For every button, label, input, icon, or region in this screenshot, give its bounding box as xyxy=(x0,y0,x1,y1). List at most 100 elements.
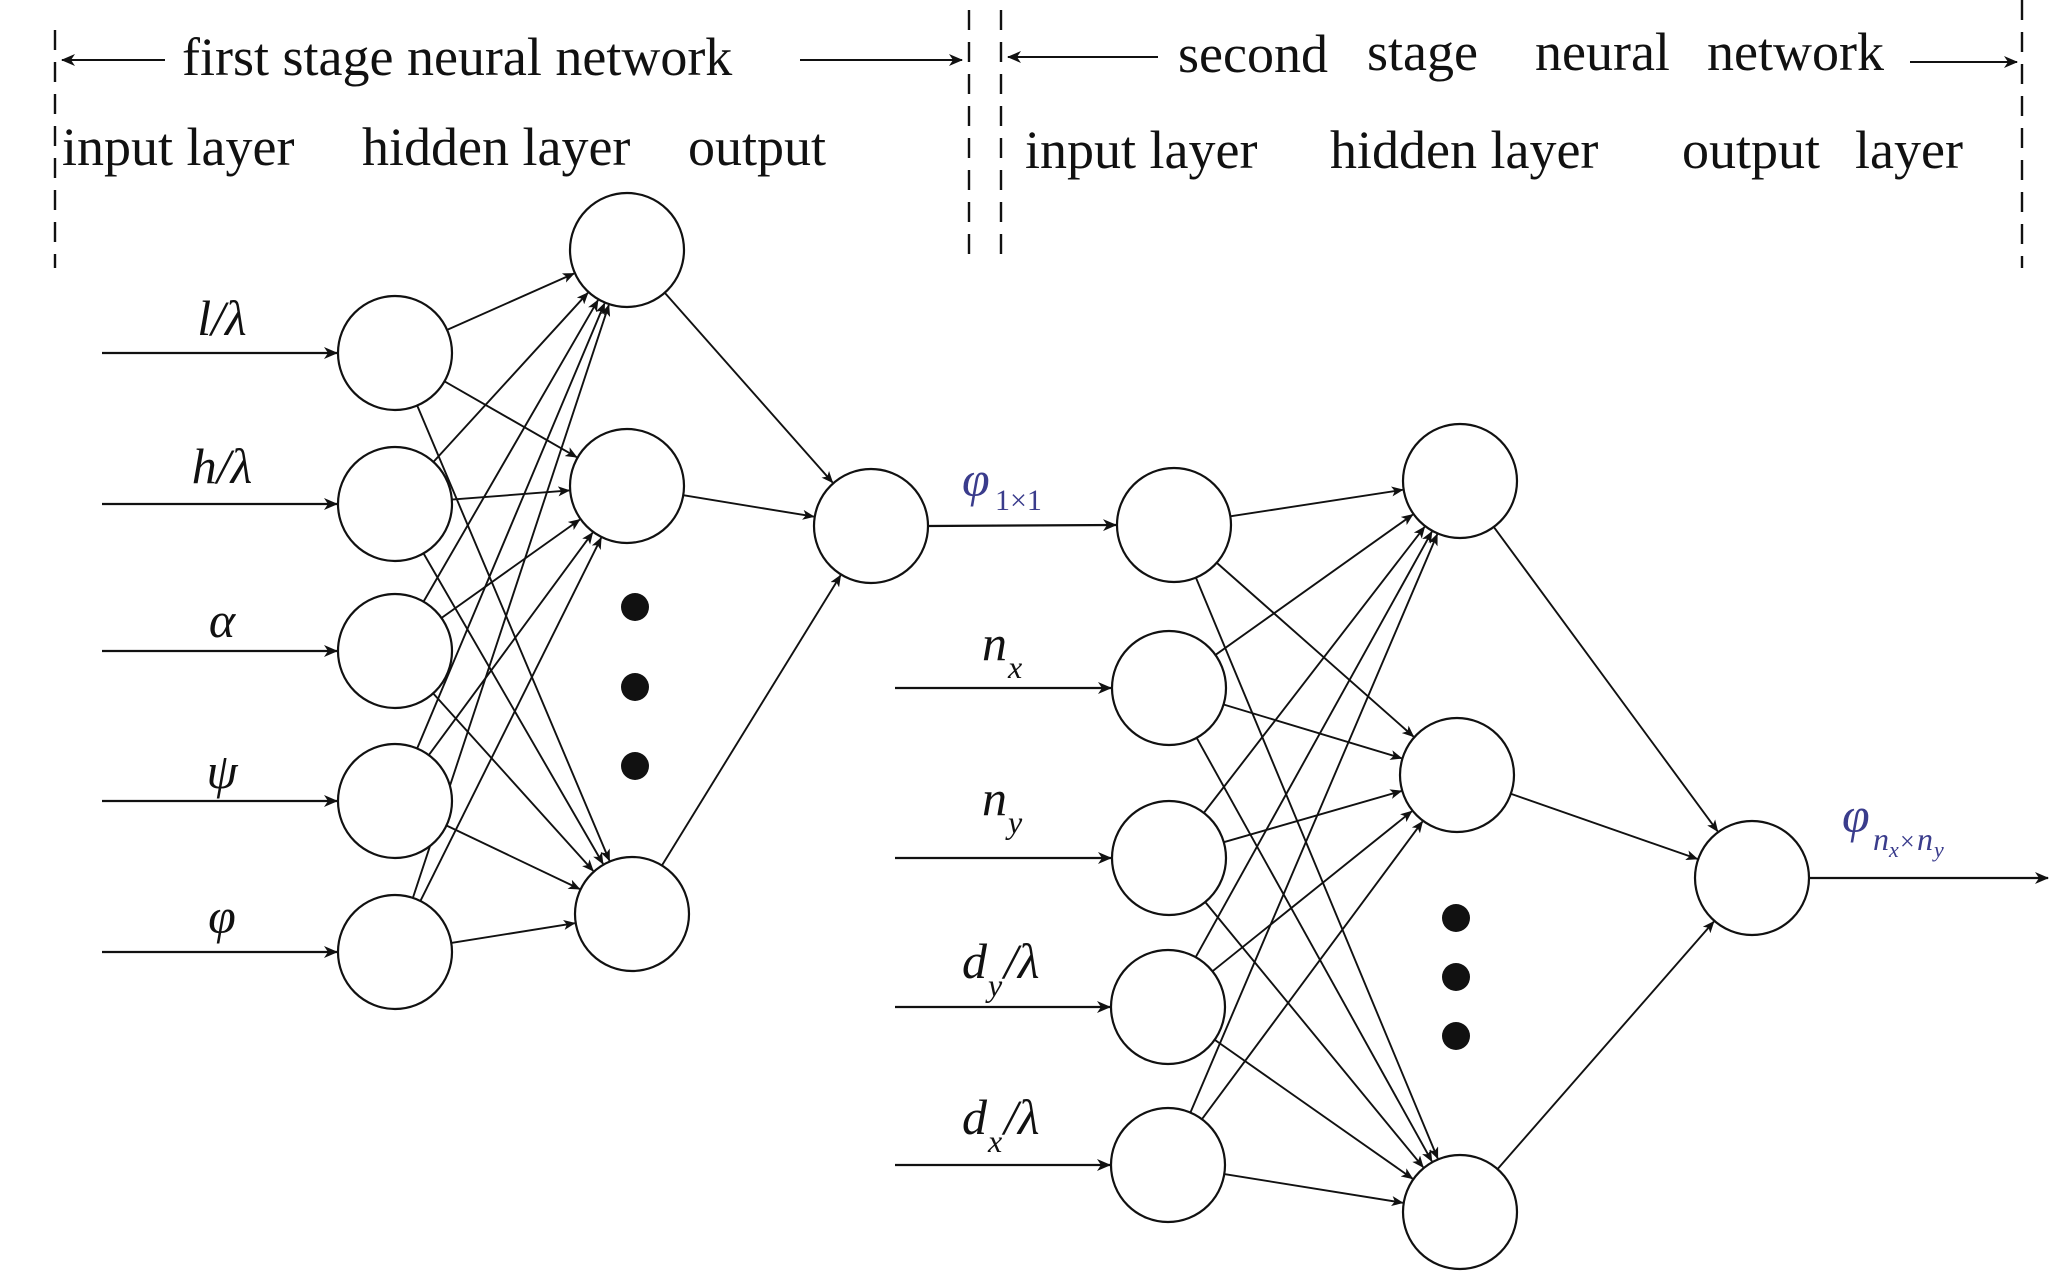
output-label-sub-n2: n xyxy=(1917,821,1933,857)
stage1-input-layer-label: input layer xyxy=(62,117,294,177)
stage2-title-word-second: second xyxy=(1178,24,1328,84)
section-dividers xyxy=(53,0,2024,268)
output-label-sub-n1: n xyxy=(1873,821,1889,857)
edge-s2-hidden-output xyxy=(1510,792,1699,860)
edge-s1-input-hidden xyxy=(419,537,603,902)
s1-hidden-neuron xyxy=(573,855,691,973)
edge-s2-input-hidden xyxy=(1204,901,1424,1168)
input-label-dx-base: d xyxy=(962,1089,988,1145)
ellipsis-dot xyxy=(1442,904,1470,932)
edge-s2-input-hidden xyxy=(1201,820,1424,1120)
edge-s2-input-hidden xyxy=(1195,577,1439,1160)
edge-s2-input-hidden xyxy=(1216,562,1415,738)
edge-s1-input-hidden xyxy=(451,486,571,501)
edge-s1-input-hidden xyxy=(451,919,576,944)
s2-hidden-neuron xyxy=(1401,422,1519,540)
input-label-dy-sub: y xyxy=(985,967,1003,1003)
stage2-title-word-neural: neural xyxy=(1535,22,1670,82)
s1-output-neuron xyxy=(812,467,930,585)
edge-s1-input-hidden xyxy=(446,824,581,890)
edge-link-phi xyxy=(927,519,1117,532)
edge-s1-input-hidden xyxy=(428,531,594,756)
edge-s1-input-hidden xyxy=(422,299,599,603)
s2-input-neuron xyxy=(1115,466,1233,584)
stage2-title-word-network: network xyxy=(1707,22,1884,82)
s2-hidden-neuron xyxy=(1401,1153,1519,1271)
ellipsis-dot xyxy=(1442,963,1470,991)
s1-input-neuron xyxy=(336,742,454,860)
edge-s1-input-hidden xyxy=(440,518,581,619)
s1-input-neuron xyxy=(336,592,454,710)
input-label-dx-sub: x xyxy=(987,1123,1002,1159)
output-label-phi: φ xyxy=(1842,787,1870,843)
s1-hidden-neuron xyxy=(568,427,686,545)
s2-input-neuron xyxy=(1110,629,1228,747)
edge-s1-input-hidden xyxy=(446,272,575,331)
edge-s2-input-hidden xyxy=(1214,1038,1414,1180)
input-label-psi: ψ xyxy=(206,743,238,799)
stage2-input-labels: n x n y d y /λ d x /λ xyxy=(962,615,1040,1159)
edge-s1-input-hidden xyxy=(432,692,594,872)
input-label-l-over-lambda: l/λ xyxy=(197,290,246,346)
ellipsis-dot xyxy=(621,593,649,621)
input-label-nx-base: n xyxy=(982,615,1007,671)
edge-s1-input-hidden xyxy=(416,405,611,862)
stage1-layer-labels: input layer hidden layer output xyxy=(62,117,826,177)
s2-input-neuron xyxy=(1109,948,1227,1066)
edge-s1-hidden-output xyxy=(664,292,834,484)
edge-s2-input-hidden xyxy=(1214,513,1414,656)
s1-hidden-neuron xyxy=(568,191,686,309)
s2-hidden-neuron xyxy=(1398,716,1516,834)
stage2-input-layer-label: input layer xyxy=(1025,120,1257,180)
ellipsis-dot xyxy=(621,752,649,780)
link-label-phi: φ xyxy=(962,451,990,507)
edge-s2-input-hidden xyxy=(1195,737,1433,1163)
output-label-times: × xyxy=(1900,827,1915,856)
edge-s2-input-hidden xyxy=(1224,1173,1404,1206)
stage1-hidden-layer-label: hidden layer xyxy=(362,117,630,177)
edge-s1-input-hidden xyxy=(422,552,604,865)
link-label-phi-1x1: φ 1×1 xyxy=(962,451,1042,517)
output-label-sub-y: y xyxy=(1932,837,1944,862)
input-label-ny-base: n xyxy=(982,770,1007,826)
edge-s1-input-hidden xyxy=(416,302,606,749)
ellipsis-dot xyxy=(1442,1022,1470,1050)
edge-s2-input-hidden xyxy=(1223,703,1403,760)
stage1-input-labels: l/λ h/λ α ψ φ xyxy=(192,290,253,944)
output-label-sub-x: x xyxy=(1888,837,1899,862)
stage2-output-label: output xyxy=(1682,120,1820,180)
edge-s2-hidden-output xyxy=(1496,920,1715,1170)
edge-s2-input-hidden xyxy=(1189,533,1439,1113)
stage2-title-group: second stage neural network xyxy=(1007,22,2018,84)
edge-s2-input-hidden xyxy=(1203,526,1426,814)
input-label-nx-sub: x xyxy=(1007,649,1022,685)
network-edges xyxy=(411,272,1719,1206)
edge-s1-input-hidden xyxy=(432,292,589,463)
network-nodes xyxy=(336,191,1811,1271)
stage2-hidden-ellipsis xyxy=(1442,904,1470,1050)
stage1-title: first stage neural network xyxy=(182,27,732,87)
edge-s2-input-hidden xyxy=(1211,810,1413,973)
s1-input-neuron xyxy=(336,893,454,1011)
edge-s2-input-hidden xyxy=(1194,530,1433,958)
input-label-dy-base: d xyxy=(962,933,988,989)
s2-input-neuron xyxy=(1109,1106,1227,1224)
edge-s2-input-hidden xyxy=(1223,789,1403,844)
stage1-title-group: first stage neural network xyxy=(61,27,963,87)
edge-s2-input-hidden xyxy=(1230,486,1404,518)
input-label-dx-tail: /λ xyxy=(1001,1089,1040,1145)
edge-s1-hidden-output xyxy=(661,574,842,866)
stage2-layer-labels: input layer hidden layer output layer xyxy=(1025,120,1963,180)
input-label-alpha: α xyxy=(209,592,237,648)
stage2-layer-word: layer xyxy=(1855,120,1963,180)
input-arrows xyxy=(102,347,2049,1171)
ellipsis-dot xyxy=(621,673,649,701)
input-label-phi: φ xyxy=(208,888,236,944)
stage2-hidden-layer-label: hidden layer xyxy=(1330,120,1598,180)
s2-output-neuron xyxy=(1693,819,1811,937)
stage1-hidden-ellipsis xyxy=(621,593,649,780)
stage1-output-label: output xyxy=(688,117,826,177)
link-label-sub: 1×1 xyxy=(995,484,1042,517)
input-label-dy-tail: /λ xyxy=(1001,933,1040,989)
